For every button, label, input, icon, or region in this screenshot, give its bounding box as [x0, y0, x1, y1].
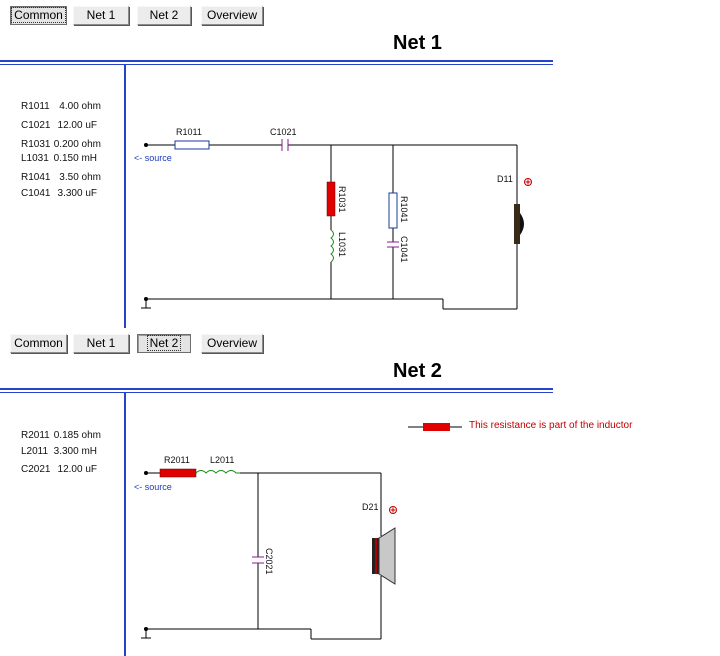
- net2-divider: [0, 388, 553, 390]
- overview-button-2[interactable]: Overview: [201, 334, 263, 353]
- d11-label: D11: [497, 174, 513, 184]
- c1041-label: C1041: [399, 236, 409, 263]
- net1-button-2-label: Net 1: [86, 336, 116, 350]
- part-value: 3.300 mH: [53, 446, 97, 457]
- part-value: 12.00 uF: [57, 120, 97, 131]
- part-name: C2021: [21, 464, 51, 475]
- l1031-label: L1031: [337, 232, 347, 257]
- overview-button-label: Overview: [206, 8, 257, 22]
- part-value: 3.50 ohm: [59, 172, 101, 183]
- common-button-2-label: Common: [14, 336, 63, 350]
- part-name: R1031: [21, 139, 51, 150]
- c2021-label: C2021: [264, 548, 274, 575]
- net1-title: Net 1: [393, 32, 442, 54]
- part-name: R1011: [21, 101, 50, 112]
- legend-text: This resistance is part of the inductor: [469, 420, 633, 431]
- part-row: L2011 3.300 mH: [21, 446, 97, 457]
- part-value: 0.150 mH: [53, 153, 97, 164]
- d21-plus-icon: [389, 506, 397, 514]
- net1-button-label: Net 1: [86, 8, 116, 22]
- net2-source-label: <- source: [134, 482, 172, 492]
- part-row: L1031 0.150 mH: [21, 153, 97, 164]
- l2011-label: L2011: [210, 455, 234, 465]
- net1-button[interactable]: Net 1: [73, 6, 129, 25]
- net1-panel-separator: [124, 64, 126, 328]
- l2011-inductor: [195, 470, 240, 474]
- c1021-label: C1021: [270, 127, 297, 137]
- part-name: C1041: [21, 188, 51, 199]
- r1031-resistor: [326, 181, 336, 217]
- part-value: 0.200 ohm: [53, 139, 101, 150]
- r1041-resistor: [388, 192, 398, 229]
- part-row: C2021 12.00 uF: [21, 464, 97, 475]
- net1-divider-thin: [0, 64, 553, 65]
- part-row: R1011 4.00 ohm: [21, 101, 101, 112]
- part-name: L2011: [21, 446, 49, 457]
- part-row: R1041 3.50 ohm: [21, 172, 101, 183]
- overview-button-2-label: Overview: [206, 336, 257, 350]
- r1031-label: R1031: [337, 186, 347, 213]
- common-button-2[interactable]: Common: [10, 334, 67, 353]
- part-value: 0.185 ohm: [53, 430, 101, 441]
- part-name: R2011: [21, 430, 50, 441]
- part-value: 3.300 uF: [57, 188, 97, 199]
- net2-title: Net 2: [393, 360, 442, 382]
- net2-panel-separator: [124, 392, 126, 656]
- common-button[interactable]: Common: [10, 6, 67, 25]
- d21-driver: [372, 527, 396, 585]
- net2-button-2-label: Net 2: [146, 335, 182, 351]
- net1-button-2[interactable]: Net 1: [73, 334, 129, 353]
- overview-button[interactable]: Overview: [201, 6, 263, 25]
- l1031-inductor: [330, 229, 334, 263]
- part-name: C1021: [21, 120, 51, 131]
- net2-button-2[interactable]: Net 2: [137, 334, 191, 353]
- net1-source-label: <- source: [134, 153, 172, 163]
- net2-divider-thin: [0, 392, 553, 393]
- r2011-label: R2011: [164, 455, 190, 465]
- r2011-resistor: [159, 468, 197, 478]
- r1041-label: R1041: [399, 196, 409, 223]
- part-name: L1031: [21, 153, 49, 164]
- part-value: 4.00 ohm: [59, 101, 101, 112]
- part-row: C1021 12.00 uF: [21, 120, 97, 131]
- part-row: C1041 3.300 uF: [21, 188, 97, 199]
- d11-driver: [514, 204, 524, 244]
- part-value: 12.00 uF: [57, 464, 97, 475]
- net1-divider: [0, 60, 553, 62]
- r1011-label: R1011: [176, 127, 202, 137]
- net2-button[interactable]: Net 2: [137, 6, 191, 25]
- r1011-resistor: [174, 140, 210, 150]
- d21-label: D21: [362, 502, 379, 512]
- net2-button-label: Net 2: [149, 8, 179, 22]
- d11-plus-icon: [524, 178, 532, 186]
- part-name: R1041: [21, 172, 51, 183]
- common-button-label: Common: [11, 7, 66, 23]
